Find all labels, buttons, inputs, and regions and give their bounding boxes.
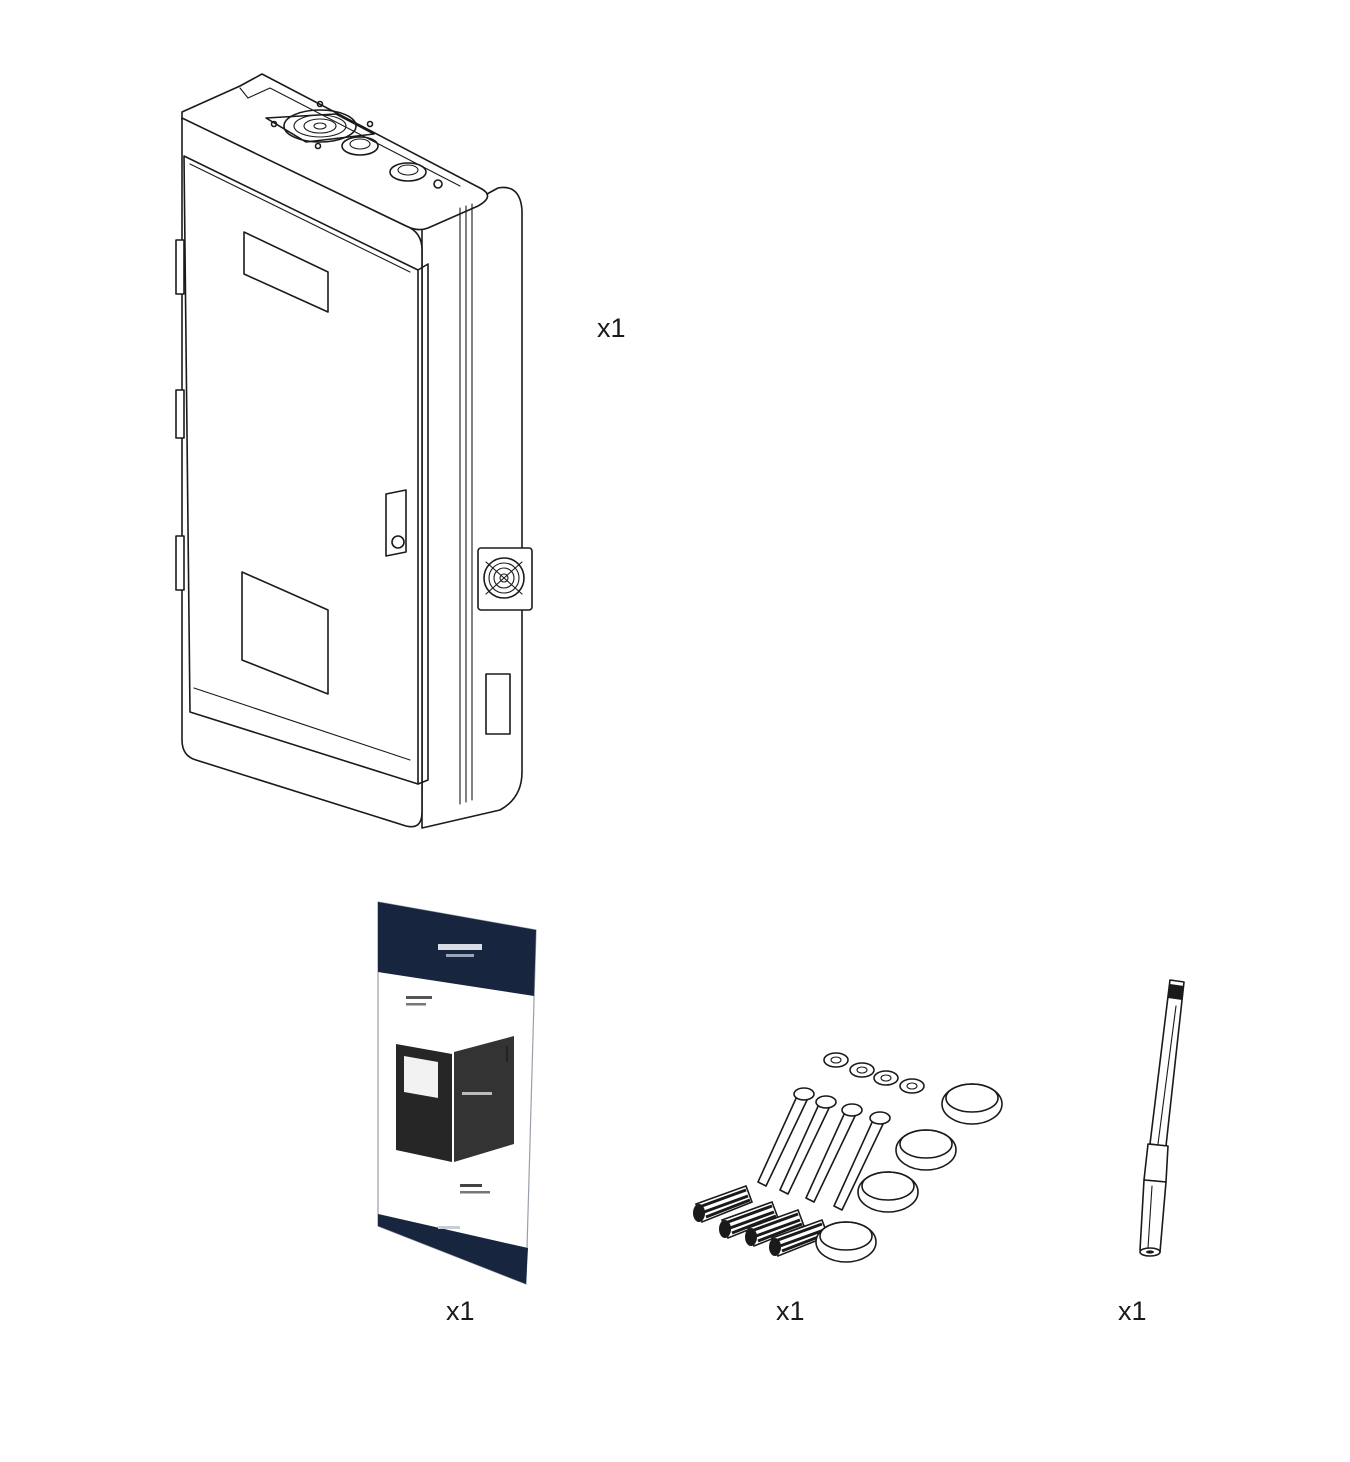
grommet-ring-icon [815,1083,1003,1263]
manual-quantity: x1 [446,1296,475,1326]
antenna-quantity: x1 [1118,1296,1147,1326]
antenna [1106,976,1196,1262]
enclosure-quantity: x1 [597,313,626,343]
screw-icon [757,1087,891,1211]
installation-manual [376,900,538,1286]
mounting-kit [686,1046,1016,1272]
enclosure-cabinet [160,60,560,840]
mounting-kit-quantity: x1 [776,1296,805,1326]
wall-plug-icon [693,1184,830,1258]
washer-icon [823,1052,925,1094]
